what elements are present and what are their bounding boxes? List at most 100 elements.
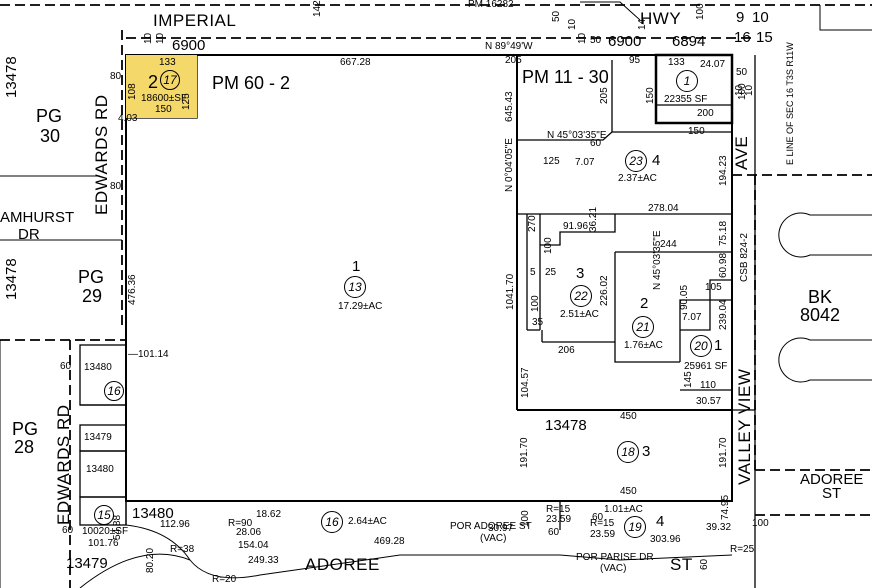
dim-23-59-b: 23.59 bbox=[590, 529, 616, 540]
pg29-number: 29 bbox=[82, 286, 103, 306]
parcel-15: 15 bbox=[94, 505, 114, 525]
num-100-a: 100 bbox=[543, 237, 554, 254]
lot-1-right: 1 bbox=[714, 337, 723, 354]
lot-3: 3 bbox=[576, 265, 585, 282]
num-100-b: 100 bbox=[530, 295, 541, 312]
csb-ref: CSB 824-2 bbox=[739, 233, 750, 282]
bk8042-label: BK bbox=[808, 287, 833, 307]
dim-145: 145 bbox=[683, 371, 694, 388]
dim-80-20: 80.20 bbox=[145, 547, 156, 573]
street-ave: AVE bbox=[732, 135, 751, 170]
num-80-a: 80 bbox=[110, 71, 122, 82]
num-16: 16 bbox=[734, 29, 751, 46]
radius-20: R=20 bbox=[212, 574, 237, 585]
parcel-21-area: 1.76±AC bbox=[624, 340, 663, 351]
por-adoree: POR ADOREE ST bbox=[450, 521, 532, 532]
dim-39-32: 39.32 bbox=[706, 522, 732, 533]
dim-191-70-a: 191.70 bbox=[519, 437, 530, 468]
street-amhurst: AMHURST bbox=[0, 209, 75, 226]
dim-4-03: 4.03 bbox=[118, 113, 138, 124]
dim-24-07: 24.07 bbox=[700, 59, 726, 70]
parcel-17: 17 bbox=[160, 70, 180, 90]
street-valley-view: VALLEY VIEW bbox=[735, 368, 754, 485]
main-parcel-boundary bbox=[125, 54, 733, 502]
dim-104-57: 104.57 bbox=[520, 367, 531, 398]
dim-110: 110 bbox=[700, 380, 716, 391]
num-14: 14 bbox=[637, 18, 648, 30]
num-5: 5 bbox=[530, 267, 536, 278]
num-10-e: 10 bbox=[752, 9, 769, 26]
dim-54-88: 54.88 bbox=[112, 514, 123, 540]
dim-75-18: 75.18 bbox=[718, 220, 729, 246]
radius-25: R=25 bbox=[730, 544, 755, 555]
lot-3-bottom: 3 bbox=[642, 443, 651, 460]
num-10-d: 10 bbox=[567, 18, 578, 30]
num-15: 15 bbox=[756, 29, 773, 46]
dim-476-36: 476.36 bbox=[127, 274, 138, 305]
num-25: 25 bbox=[545, 267, 557, 278]
parcel-17-area: 18600±SF bbox=[141, 93, 188, 104]
parcel-22: 22 bbox=[570, 285, 592, 307]
dim-101-14: —101.14 bbox=[128, 349, 169, 360]
dim-125-b: 125 bbox=[181, 93, 192, 110]
por-adoree-vac: (VAC) bbox=[480, 533, 507, 544]
street-adoree-right: ADOREE bbox=[800, 471, 864, 488]
addr-13479-a: 13479 bbox=[84, 432, 112, 443]
addr-13480-b: 13480 bbox=[86, 464, 114, 475]
addr-13478-c: 13478 bbox=[545, 417, 587, 434]
dim-150-a: 150 bbox=[155, 104, 172, 115]
dim-133-a: 133 bbox=[159, 57, 176, 68]
dim-206: 206 bbox=[558, 345, 575, 356]
parcel-13-area: 17.29±AC bbox=[338, 301, 383, 312]
num-60-b: 60 bbox=[62, 525, 74, 536]
num-10-c: 10 bbox=[577, 32, 588, 44]
addr-13480-a: 13480 bbox=[84, 362, 112, 373]
parcel-19: 19 bbox=[624, 516, 646, 538]
dim-18-62: 18.62 bbox=[256, 509, 282, 520]
lot-4-bottom: 4 bbox=[656, 513, 665, 530]
addr-13479-b: 13479 bbox=[66, 555, 108, 572]
bearing-n45-a: N 45°03'35"E bbox=[547, 130, 607, 141]
dim-7-07-a: 7.07 bbox=[575, 157, 595, 168]
dim-133-b: 133 bbox=[668, 57, 685, 68]
parcel-15-area: 10020±SF bbox=[82, 526, 129, 537]
num-60-d: 60 bbox=[548, 527, 560, 538]
parcel-23: 23 bbox=[625, 150, 647, 172]
num-9: 9 bbox=[736, 9, 745, 26]
dim-200: 200 bbox=[697, 108, 714, 119]
dim-450-a: 450 bbox=[620, 411, 637, 422]
street-amhurst-dr: DR bbox=[18, 226, 40, 243]
dim-74-95: 74.95 bbox=[720, 494, 731, 520]
num-100-e: 100 bbox=[695, 3, 706, 20]
dim-450-b: 450 bbox=[620, 486, 637, 497]
lot-1: 1 bbox=[352, 258, 361, 275]
parcel-21: 21 bbox=[632, 316, 654, 338]
street-adoree: ADOREE bbox=[305, 555, 380, 574]
street-edwards-rd-top: EDWARDS RD bbox=[92, 94, 111, 215]
parcel-23-area: 2.37±AC bbox=[618, 173, 657, 184]
parcel-22-area: 2.51±AC bbox=[560, 309, 599, 320]
bearing-n8949w: N 89°49'W bbox=[485, 41, 533, 52]
street-edwards-rd-bottom: EDWARDS RD bbox=[54, 404, 73, 525]
pm-16282: PM 16282 bbox=[468, 0, 514, 10]
dim-191-70-b: 191.70 bbox=[718, 437, 729, 468]
dim-249-33: 249.33 bbox=[248, 555, 279, 566]
dim-194-23: 194.23 bbox=[718, 155, 729, 186]
dim-30-57: 30.57 bbox=[696, 396, 722, 407]
street-imperial: IMPERIAL bbox=[153, 11, 237, 30]
bearing-n0-04-05e: N 0°04'05"E bbox=[504, 138, 515, 192]
parcel-16-area: 2.64±AC bbox=[348, 516, 387, 527]
bk8042-number: 8042 bbox=[800, 305, 841, 325]
parcel-19-area: 1.01±AC bbox=[604, 504, 643, 515]
parcel-13: 13 bbox=[344, 276, 366, 298]
num-10-a: 10 bbox=[143, 32, 154, 44]
dim-1041-70: 1041.70 bbox=[505, 273, 516, 310]
num-60-c: 60 bbox=[592, 512, 604, 523]
dim-125: 125 bbox=[543, 156, 560, 167]
num-100-c: 100 bbox=[520, 510, 531, 527]
lot-2-top: 2 bbox=[148, 72, 159, 92]
num-35: 35 bbox=[532, 317, 544, 328]
parcel-1-area: 22355 SF bbox=[664, 94, 708, 105]
lot-4-top: 4 bbox=[652, 152, 661, 169]
